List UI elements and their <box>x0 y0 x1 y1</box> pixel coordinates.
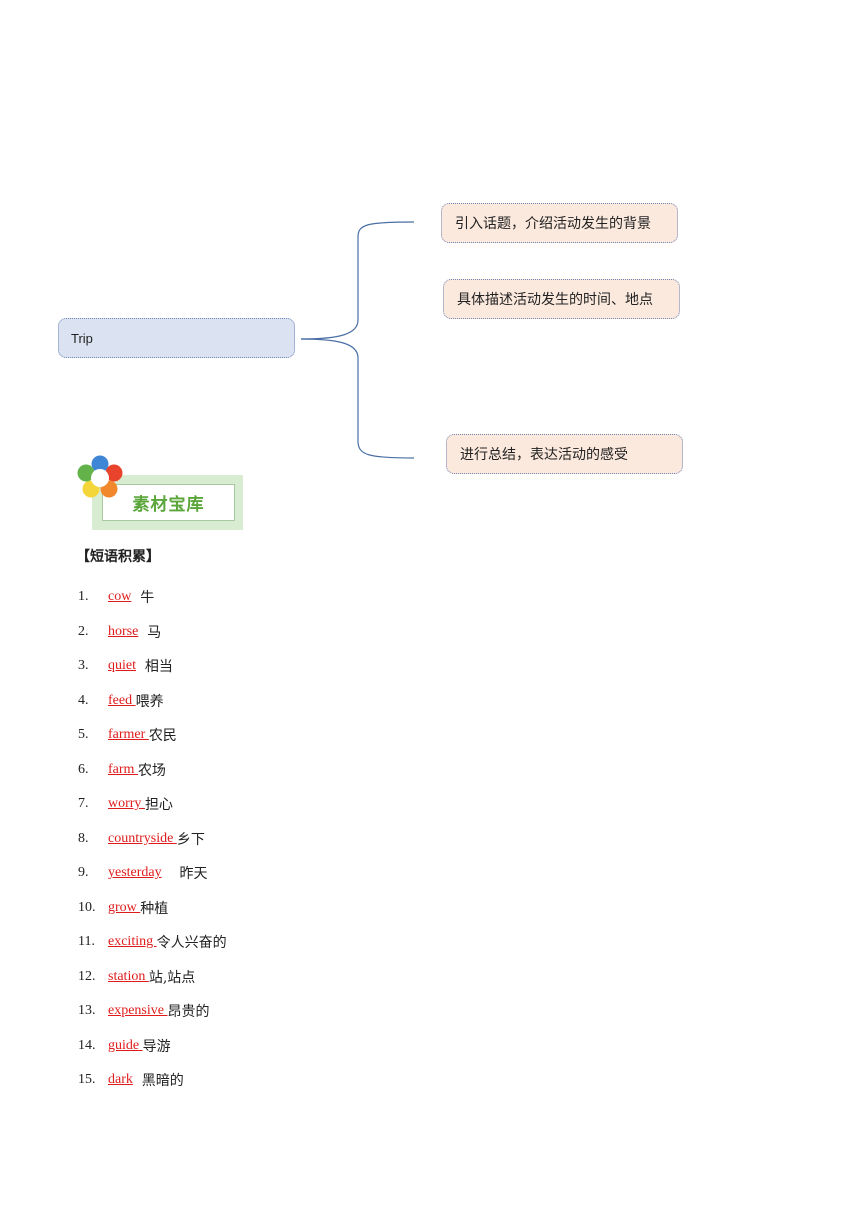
material-library-logo: 素材宝库 <box>76 455 246 531</box>
vocab-word: farm <box>108 761 138 777</box>
vocab-word: expensive <box>108 1003 168 1019</box>
item-number: 15. <box>78 1072 96 1088</box>
vocab-word: worry <box>108 796 145 812</box>
item-number: 4. <box>78 692 89 708</box>
vocab-meaning: 乡下 <box>176 831 205 848</box>
list-item: 7. worry 担心 <box>78 787 227 822</box>
list-item: 9. yesterday 昨天 <box>78 856 227 891</box>
logo-inner-box: 素材宝库 <box>102 484 235 521</box>
branch-label: 引入话题，介绍活动发生的背景 <box>455 216 651 232</box>
mindmap-branch-3: 进行总结，表达活动的感受 <box>446 434 683 474</box>
vocab-meaning: 牛 <box>131 590 155 607</box>
list-item: 8. countryside 乡下 <box>78 822 227 857</box>
vocab-meaning: 昨天 <box>161 866 208 883</box>
vocab-word: guide <box>108 1037 143 1053</box>
vocab-word: feed <box>108 692 136 708</box>
root-label: Trip <box>71 330 93 346</box>
vocab-word: quiet <box>108 658 136 674</box>
vocab-meaning: 黑暗的 <box>132 1073 184 1090</box>
vocab-meaning: 担心 <box>144 797 173 814</box>
vocab-meaning: 相当 <box>136 659 173 676</box>
list-item: 10. grow 种植 <box>78 891 227 926</box>
item-number: 5. <box>78 727 89 743</box>
branch-label: 具体描述活动发生的时间、地点 <box>457 292 653 308</box>
vocab-meaning: 农场 <box>137 762 166 779</box>
vocab-meaning: 站,站点 <box>148 969 196 986</box>
vocab-meaning: 令人兴奋的 <box>156 935 227 952</box>
logo-text: 素材宝库 <box>132 495 205 515</box>
vocab-word: exciting <box>108 934 157 950</box>
item-number: 14. <box>78 1037 96 1053</box>
vocab-meaning: 种植 <box>140 900 169 917</box>
item-number: 8. <box>78 830 89 846</box>
list-item: 4. feed 喂养 <box>78 684 227 719</box>
item-number: 3. <box>78 658 89 674</box>
item-number: 13. <box>78 1003 96 1019</box>
vocab-meaning: 马 <box>138 624 162 641</box>
item-number: 2. <box>78 623 89 639</box>
list-item: 6. farm 农场 <box>78 753 227 788</box>
list-item: 12. station 站,站点 <box>78 960 227 995</box>
list-item: 1. cow 牛 <box>78 580 227 615</box>
item-number: 10. <box>78 899 96 915</box>
item-number: 7. <box>78 796 89 812</box>
vocab-meaning: 农民 <box>148 728 177 745</box>
mindmap-branch-1: 引入话题，介绍活动发生的背景 <box>441 203 678 243</box>
list-item: 2. horse 马 <box>78 615 227 650</box>
vocab-word: farmer <box>108 727 149 743</box>
item-number: 1. <box>78 589 89 605</box>
vocab-word: station <box>108 968 149 984</box>
vocab-word: countryside <box>108 830 177 846</box>
vocab-word: horse <box>108 623 139 639</box>
connector-branch-1 <box>300 221 415 340</box>
list-item: 15. dark 黑暗的 <box>78 1063 227 1098</box>
item-number: 12. <box>78 968 96 984</box>
vocab-word: grow <box>108 899 141 915</box>
mindmap-branch-2: 具体描述活动发生的时间、地点 <box>443 279 680 319</box>
section-heading: 【短语积累】 <box>76 549 160 565</box>
vocab-word: yesterday <box>108 865 162 881</box>
list-item: 11. exciting 令人兴奋的 <box>78 925 227 960</box>
list-item: 13. expensive 昂贵的 <box>78 994 227 1029</box>
vocab-word: dark <box>108 1072 133 1088</box>
item-number: 9. <box>78 865 89 881</box>
vocab-meaning: 喂养 <box>135 693 164 710</box>
item-number: 6. <box>78 761 89 777</box>
vocab-meaning: 导游 <box>142 1038 171 1055</box>
vocab-meaning: 昂贵的 <box>167 1004 210 1021</box>
flower-icon <box>77 455 123 498</box>
branch-label: 进行总结，表达活动的感受 <box>460 447 628 463</box>
list-item: 5. farmer 农民 <box>78 718 227 753</box>
connector-branch-3 <box>300 338 415 459</box>
vocabulary-list: 1. cow 牛 2. horse 马 3. quiet 相当 4. feed … <box>78 580 227 1098</box>
list-item: 14. guide 导游 <box>78 1029 227 1064</box>
list-item: 3. quiet 相当 <box>78 649 227 684</box>
item-number: 11. <box>78 934 95 950</box>
mindmap-root-node: Trip <box>58 318 295 358</box>
vocab-word: cow <box>108 589 132 605</box>
